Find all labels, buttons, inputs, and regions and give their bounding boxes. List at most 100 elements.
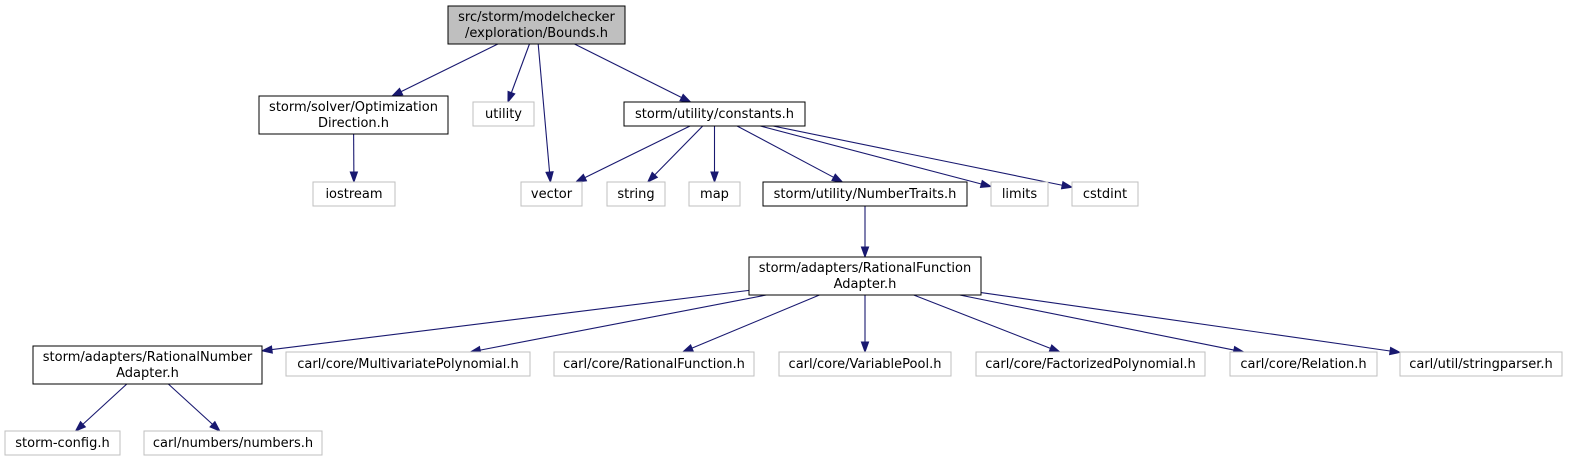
edge-arrowhead: [260, 345, 273, 354]
edge-line: [167, 383, 213, 425]
edge-bounds-to-vector: [537, 43, 554, 184]
node-utility-label: utility: [485, 107, 522, 122]
edge-arrowhead: [507, 90, 516, 104]
node-stringparser[interactable]: carl/util/stringparser.h: [1399, 351, 1563, 377]
edge-line: [510, 43, 530, 93]
edge-constants-to-map: [710, 126, 719, 184]
node-rnadapter[interactable]: storm/adapters/RationalNumber Adapter.h: [32, 345, 263, 385]
edge-line: [82, 383, 128, 425]
edge-constants-to-string: [646, 125, 704, 184]
edge-arrowhead: [1388, 346, 1402, 356]
edge-arrowhead: [574, 173, 588, 183]
edge-constants-to-numbertraits: [736, 125, 844, 183]
edge-rfadapter-to-rnadapter: [260, 289, 750, 354]
node-optdir[interactable]: storm/solver/Optimization Direction.h: [258, 95, 449, 135]
node-multipoly[interactable]: carl/core/MultivariatePolynomial.h: [285, 351, 531, 377]
node-utility[interactable]: utility: [472, 101, 535, 127]
edge-arrowhead: [710, 171, 719, 184]
edge-line: [760, 125, 982, 185]
edge-rfadapter-to-varpool: [860, 295, 870, 354]
node-stormconfig[interactable]: storm-config.h: [4, 430, 121, 456]
node-limits[interactable]: limits: [990, 181, 1049, 207]
edge-arrowhead: [679, 93, 692, 103]
edge-bounds-to-constants: [574, 43, 692, 103]
node-relation[interactable]: carl/core/Relation.h: [1229, 351, 1378, 377]
nodes-layer: src/storm/modelchecker /exploration/Boun…: [4, 5, 1563, 456]
node-cstdint-label: cstdint: [1083, 187, 1127, 202]
node-map[interactable]: map: [688, 181, 741, 207]
edge-line: [959, 294, 1235, 351]
edge-numbertraits-to-rfadapter: [860, 206, 870, 259]
edge-arrowhead: [1060, 180, 1074, 190]
node-numbers[interactable]: carl/numbers/numbers.h: [143, 430, 323, 456]
edge-line: [584, 125, 691, 179]
edge-line: [913, 294, 1051, 349]
node-ratfunc-label: carl/core/RationalFunction.h: [563, 357, 745, 372]
edge-arrowhead: [349, 171, 359, 184]
edge-bounds-to-optdir: [390, 43, 499, 97]
node-string-label: string: [617, 187, 654, 202]
edge-rnadapter-to-numbers: [167, 383, 221, 432]
edge-arrowhead: [1048, 344, 1062, 353]
edge-line: [480, 294, 767, 351]
edge-arrowhead: [860, 341, 870, 354]
edge-arrowhead: [860, 246, 870, 259]
node-rnadapter-line-1: storm/adapters/RationalNumber: [43, 350, 253, 365]
node-bounds-line-1: src/storm/modelchecker: [458, 10, 615, 25]
node-constants[interactable]: storm/utility/constants.h: [623, 101, 806, 127]
node-iostream[interactable]: iostream: [312, 181, 396, 207]
node-rfadapter[interactable]: storm/adapters/RationalFunction Adapter.…: [748, 256, 982, 296]
node-numbertraits[interactable]: storm/utility/NumberTraits.h: [762, 181, 968, 207]
node-cstdint[interactable]: cstdint: [1071, 181, 1139, 207]
node-rfadapter-line-2: Adapter.h: [834, 277, 897, 292]
node-relation-label: carl/core/Relation.h: [1240, 357, 1366, 372]
node-map-label: map: [700, 187, 729, 202]
node-string[interactable]: string: [606, 181, 666, 207]
edge-line: [736, 125, 834, 178]
node-optdir-line-2: Direction.h: [318, 116, 389, 131]
edge-line: [772, 125, 1063, 186]
node-varpool[interactable]: carl/core/VariablePool.h: [778, 351, 952, 377]
edge-line: [574, 43, 682, 99]
node-numbers-label: carl/numbers/numbers.h: [153, 436, 313, 451]
edge-arrowhead: [681, 343, 695, 353]
node-vector[interactable]: vector: [520, 181, 583, 207]
node-rnadapter-line-2: Adapter.h: [116, 366, 179, 381]
edge-arrowhead: [209, 420, 221, 432]
edge-rnadapter-to-stormconfig: [74, 383, 128, 432]
node-stormconfig-label: storm-config.h: [15, 436, 109, 451]
edge-constants-to-vector: [574, 125, 691, 183]
edge-line: [654, 125, 704, 176]
edge-bounds-to-utility: [507, 43, 530, 104]
node-ratfunc[interactable]: carl/core/RationalFunction.h: [553, 351, 755, 377]
edge-arrowhead: [979, 179, 993, 189]
edge-line: [691, 294, 820, 349]
edge-line: [400, 43, 499, 93]
edge-arrowhead: [74, 420, 87, 432]
node-stringparser-label: carl/util/stringparser.h: [1409, 357, 1553, 372]
node-bounds[interactable]: src/storm/modelchecker /exploration/Boun…: [447, 5, 626, 45]
node-constants-label: storm/utility/constants.h: [635, 107, 794, 122]
edge-arrowhead: [545, 171, 554, 184]
edge-constants-to-cstdint: [772, 125, 1074, 190]
node-iostream-label: iostream: [325, 187, 382, 202]
edge-line: [271, 289, 750, 351]
edge-arrowhead: [646, 171, 659, 184]
node-numbertraits-label: storm/utility/NumberTraits.h: [774, 187, 957, 202]
edge-optdir-to-iostream: [349, 133, 359, 184]
node-varpool-label: carl/core/VariablePool.h: [789, 357, 942, 372]
edge-line: [537, 43, 551, 173]
node-factpoly[interactable]: carl/core/FactorizedPolynomial.h: [975, 351, 1206, 377]
edge-rfadapter-to-factpoly: [913, 294, 1062, 353]
node-limits-label: limits: [1002, 187, 1038, 202]
edges-layer: [74, 43, 1402, 432]
edge-arrowhead: [390, 87, 404, 97]
node-vector-label: vector: [531, 187, 573, 202]
node-multipoly-label: carl/core/MultivariatePolynomial.h: [297, 357, 519, 372]
edge-constants-to-limits: [760, 125, 993, 189]
node-bounds-line-2: /exploration/Bounds.h: [465, 26, 608, 41]
node-rfadapter-line-1: storm/adapters/RationalFunction: [759, 261, 972, 276]
edge-rfadapter-to-stringparser: [980, 292, 1402, 356]
node-optdir-line-1: storm/solver/Optimization: [269, 100, 438, 115]
